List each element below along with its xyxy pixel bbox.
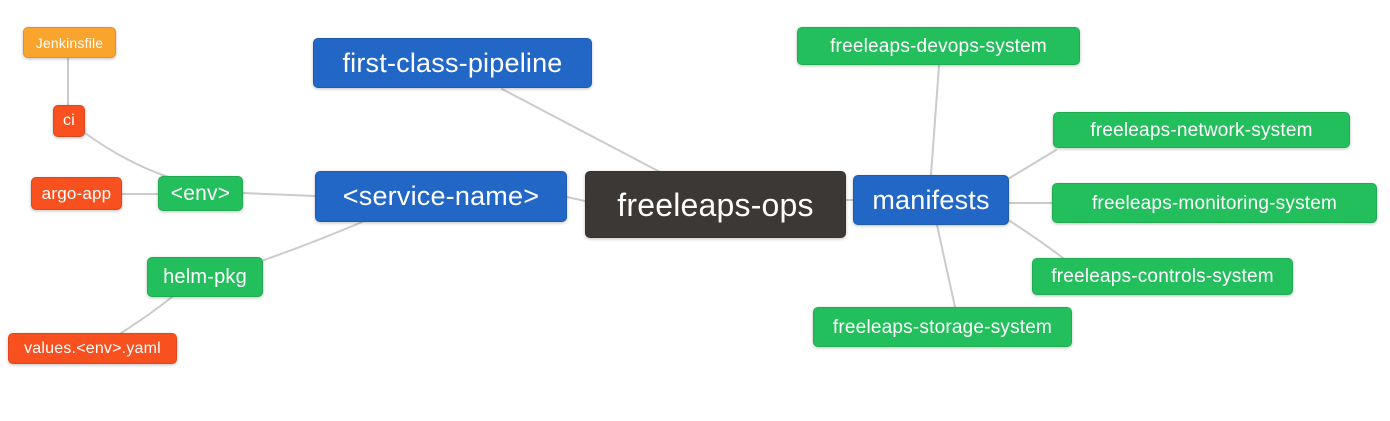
node-service-name[interactable]: <service-name> [315, 171, 567, 222]
node-env[interactable]: <env> [158, 176, 243, 211]
node-helm-pkg[interactable]: helm-pkg [147, 257, 263, 297]
edge-env-service-name [242, 192, 316, 197]
node-freeleaps-network-system[interactable]: freeleaps-network-system [1053, 112, 1350, 148]
edge-manifests-devops [930, 65, 940, 176]
edge-manifests-storage [936, 224, 956, 308]
node-jenkinsfile[interactable]: Jenkinsfile [23, 27, 116, 58]
node-ci[interactable]: ci [53, 105, 85, 137]
node-values-env-yaml[interactable]: values.<env>.yaml [8, 333, 177, 364]
node-manifests[interactable]: manifests [853, 175, 1009, 225]
edge-manifests-controls [1009, 220, 1064, 259]
node-freeleaps-controls-system[interactable]: freeleaps-controls-system [1032, 258, 1293, 295]
edge-ci-env [84, 132, 169, 178]
edge-service-name-helm-pkg [263, 221, 363, 261]
node-freeleaps-devops-system[interactable]: freeleaps-devops-system [797, 27, 1080, 65]
node-freeleaps-storage-system[interactable]: freeleaps-storage-system [813, 307, 1072, 347]
edge-helm-pkg-values [120, 296, 173, 334]
node-freeleaps-monitoring-system[interactable]: freeleaps-monitoring-system [1052, 183, 1377, 223]
edge-pipeline-ops [501, 88, 661, 173]
node-freeleaps-ops[interactable]: freeleaps-ops [585, 171, 846, 238]
edge-manifests-network [1007, 149, 1057, 180]
node-argo-app[interactable]: argo-app [31, 177, 122, 210]
edge-service-name-ops [566, 196, 586, 202]
node-first-class-pipeline[interactable]: first-class-pipeline [313, 38, 592, 88]
